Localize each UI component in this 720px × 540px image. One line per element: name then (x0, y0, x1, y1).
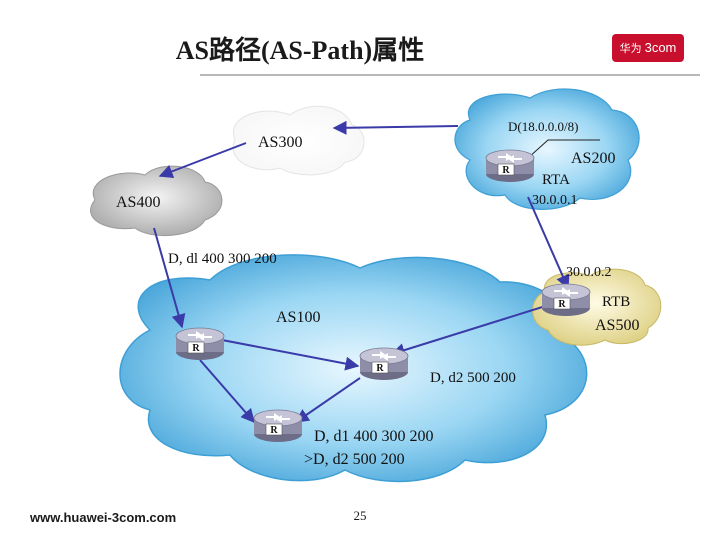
rta-ip-label: 30.0.0.1 (532, 193, 578, 208)
as100-cloud (119, 254, 588, 483)
arrow-rta-to-rtb (527, 196, 570, 290)
as300-cloud (232, 105, 365, 176)
route-origin-label: D(18.0.0.0/8) (508, 119, 578, 134)
arrow-rtb-to-as100 (390, 303, 553, 357)
router-rta: R (485, 149, 535, 183)
arrow-as400-to-as100 (153, 227, 186, 329)
page-title: AS路径(AS-Path)属性 (175, 36, 425, 65)
rta-name-label: RTA (542, 172, 570, 188)
router-as100-center: R (359, 347, 409, 381)
as200-label: AS200 (571, 150, 615, 167)
logo-brand-text: 3com (644, 40, 677, 55)
as100-label: AS100 (276, 309, 320, 326)
arrow-as300-to-as400 (158, 142, 247, 179)
router-icon-glyph: R (270, 425, 278, 436)
router-rtb: R (541, 283, 591, 317)
route-origin-callout (527, 139, 600, 159)
router-as100-left: R (175, 327, 225, 361)
as300-label: AS300 (258, 134, 302, 151)
router-icon-glyph: R (558, 299, 566, 310)
as-path-via-as400-label: D, dl 400 300 200 (168, 251, 277, 267)
as400-cloud (90, 165, 223, 237)
bgp-table-line-2: >D, d2 500 200 (304, 451, 405, 468)
as-path-via-as500-label: D, d2 500 200 (430, 370, 516, 386)
logo-cn-text: 华为 (619, 43, 642, 55)
arrow-left-to-center (221, 339, 360, 371)
arrow-center-to-bottom (294, 377, 361, 423)
router-as100-bottom: R (253, 409, 303, 443)
router-icon-glyph: R (502, 165, 510, 176)
title-divider (200, 74, 700, 76)
arrow-left-to-bottom (199, 359, 255, 424)
rtb-name-label: RTB (602, 294, 630, 310)
arrow-as200-to-as300 (332, 120, 459, 135)
footer-website-url: www.huawei-3com.com (30, 510, 177, 525)
bgp-table-line-1: D, d1 400 300 200 (314, 428, 434, 445)
rtb-ip-label: 30.0.0.2 (566, 265, 612, 280)
as400-label: AS400 (116, 194, 160, 211)
page-number: 25 (353, 508, 367, 523)
router-icon-glyph: R (192, 343, 200, 354)
as500-label: AS500 (595, 317, 639, 334)
router-icon-glyph: R (376, 363, 384, 374)
advertisement-arrows (153, 120, 570, 424)
